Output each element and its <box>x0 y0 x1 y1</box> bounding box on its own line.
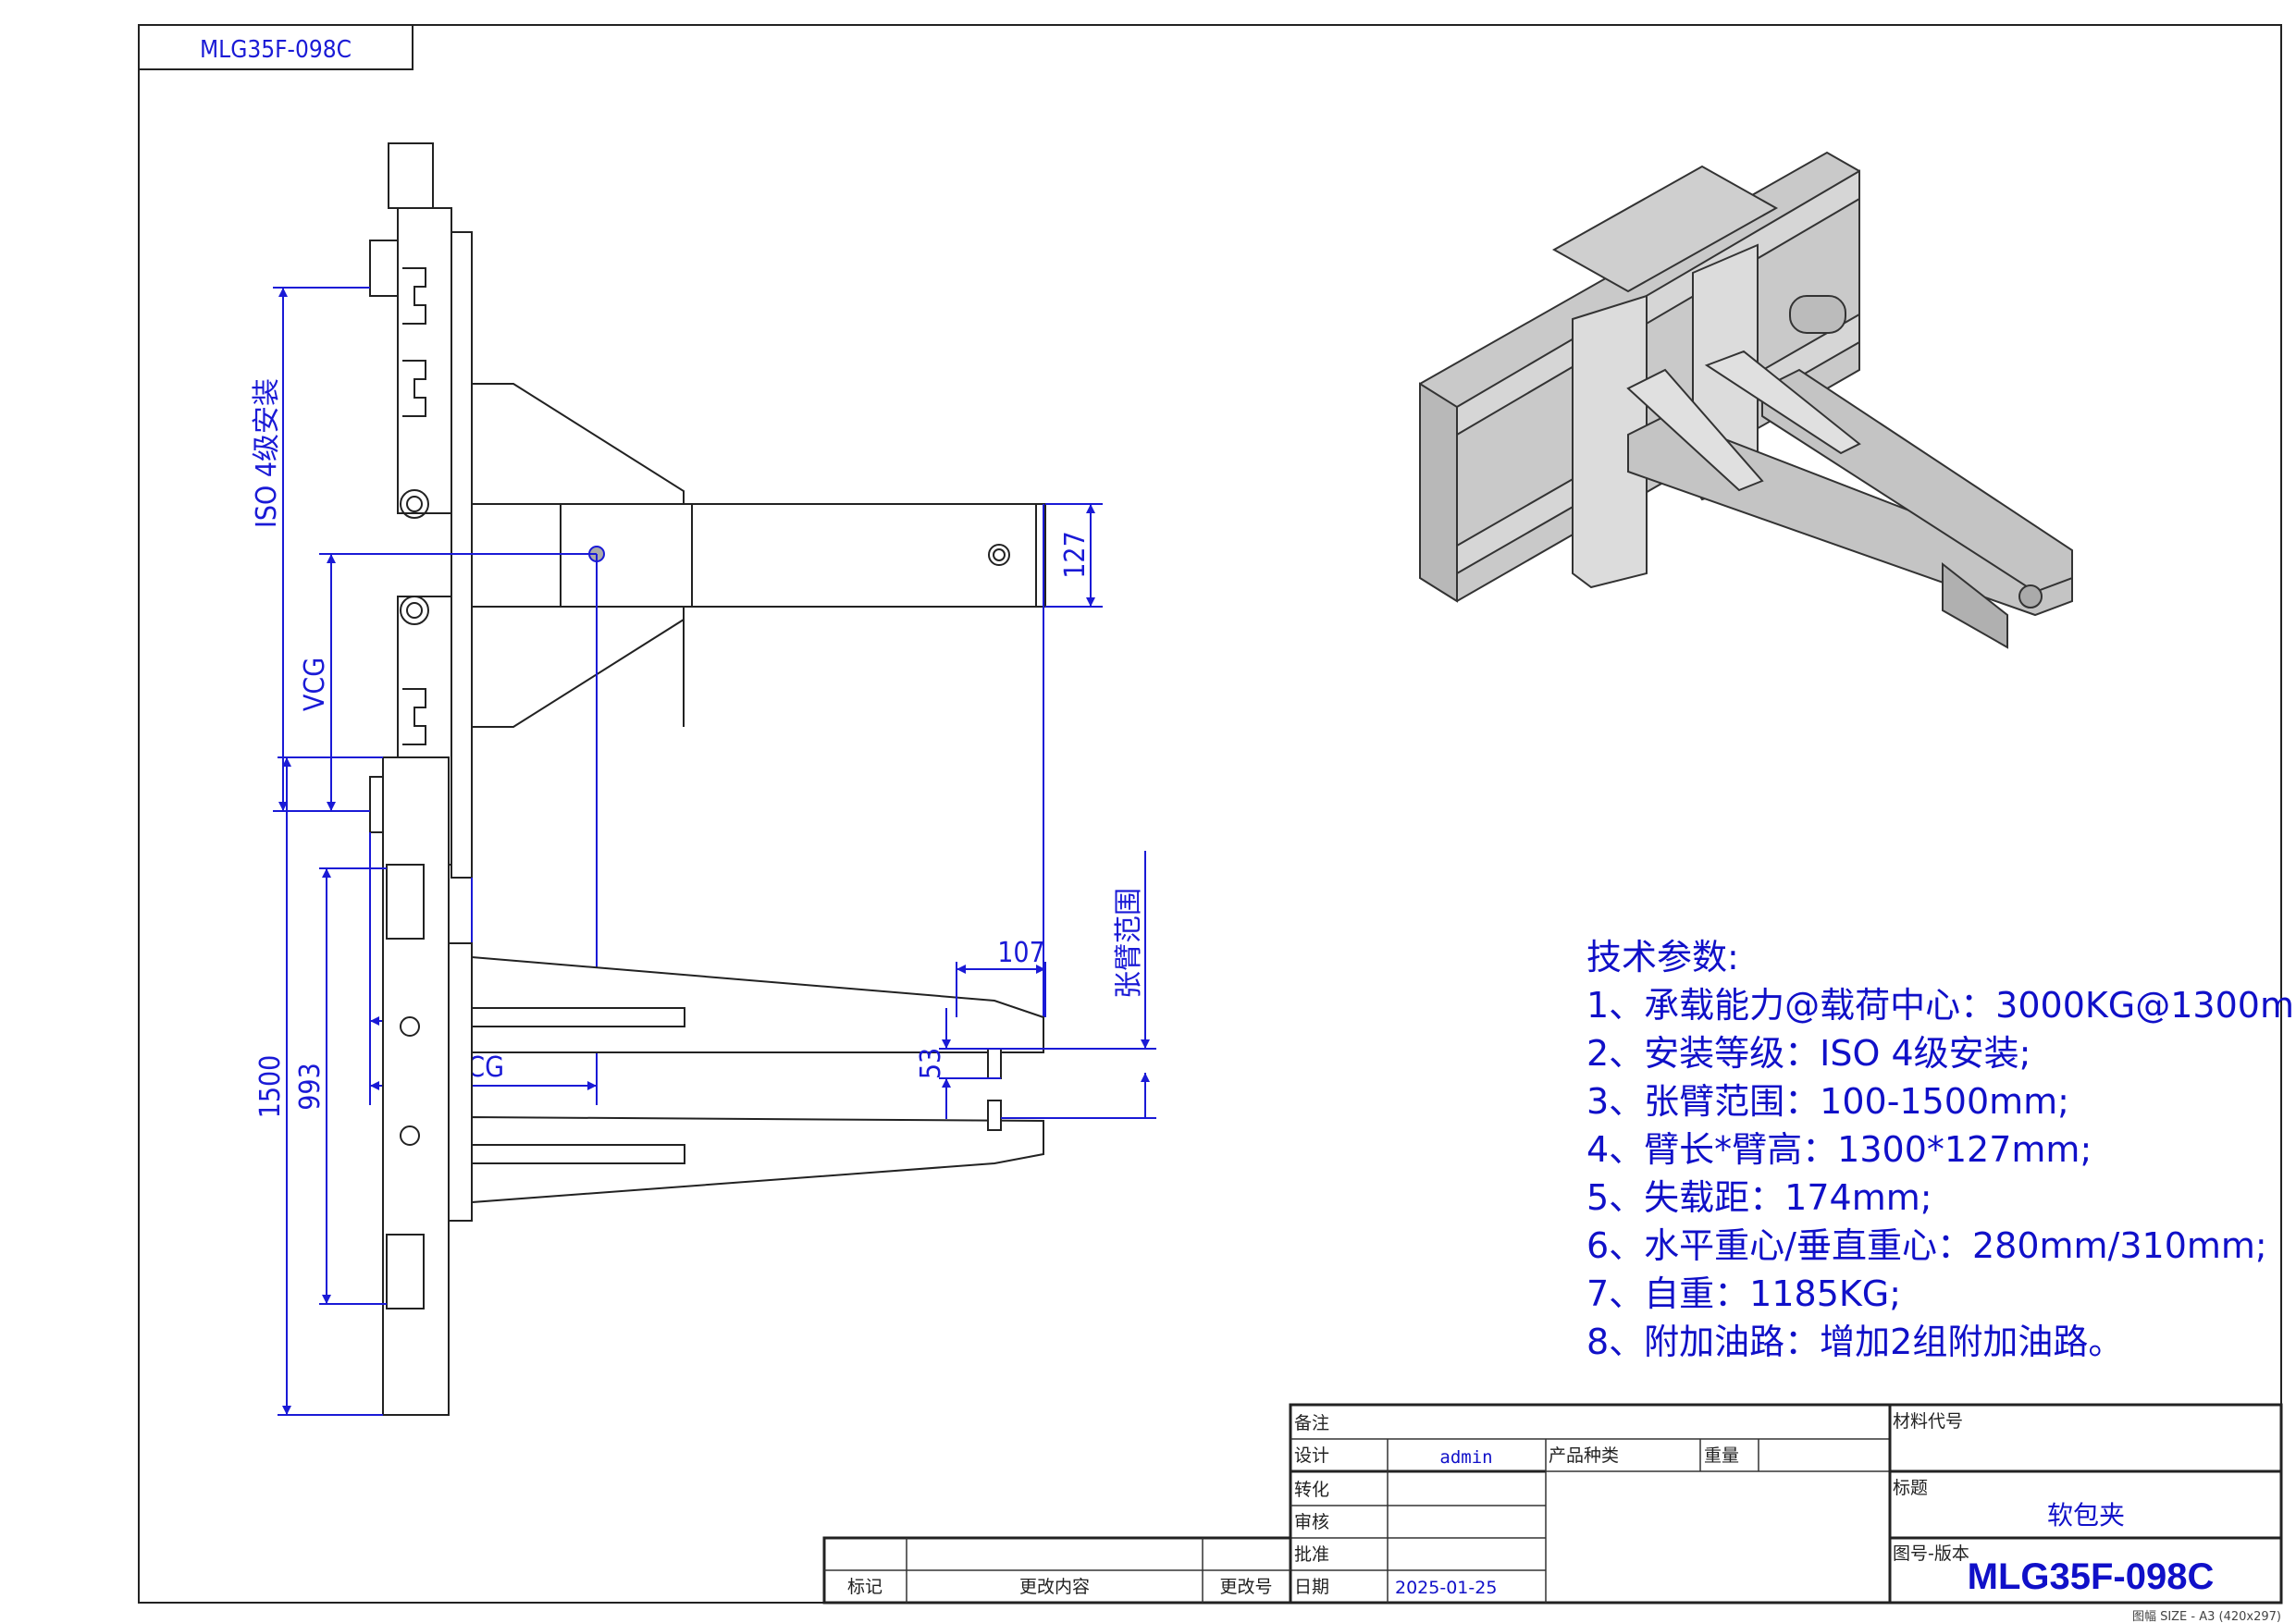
product-type-label: 产品种类 <box>1549 1445 1619 1466</box>
date-value: 2025-01-25 <box>1395 1578 1497 1598</box>
tip-gap-dimension: 53 <box>915 1048 947 1079</box>
drawing-number-tab-box <box>138 24 414 70</box>
drawing-title: 软包夹 <box>2047 1500 2125 1531</box>
arm-range-label: 张臂范围 <box>1113 888 1145 999</box>
spec-item: 6、水平重心/垂直重心：280mm/310mm; <box>1586 1225 2267 1266</box>
arm-height-dimension: 127 <box>1059 531 1092 579</box>
vcg-label: VCG <box>299 658 331 711</box>
designer-value: admin <box>1439 1447 1492 1468</box>
top-view-dimensions: 1500 993 107 53 张臂范围 <box>254 756 1156 1416</box>
technical-specs: 技术参数: 1、承载能力@载荷中心：3000KG@1300mm; 2、安装等级：… <box>1586 937 2296 1362</box>
isometric-view <box>1419 151 2073 649</box>
side-view <box>369 142 1046 879</box>
convert-label: 转化 <box>1294 1480 1329 1500</box>
drawing-number: MLG35F-098C <box>1968 1556 2215 1597</box>
review-label: 审核 <box>1294 1512 1329 1532</box>
weight-label: 重量 <box>1704 1445 1739 1466</box>
tip-length-dimension: 107 <box>997 937 1045 969</box>
sheet-size: 图幅 SIZE - A3 (420x297) <box>2132 1610 2281 1623</box>
title-label: 标题 <box>1893 1478 1928 1498</box>
material-code-label: 材料代号 <box>1893 1411 1963 1432</box>
spec-item: 8、附加油路：增加2组附加油路。 <box>1586 1322 2123 1362</box>
design-label: 设计 <box>1294 1445 1329 1466</box>
specs-title: 技术参数: <box>1586 937 1739 977</box>
spec-item: 2、安装等级：ISO 4级安装; <box>1586 1033 2031 1074</box>
remark-label: 备注 <box>1294 1413 1329 1433</box>
top-view <box>382 756 1044 1416</box>
title-block: 备注 设计 admin 产品种类 重量 转化 审核 批准 日期 2025-01-… <box>1289 1403 2283 1623</box>
spec-item: 4、臂长*臂高：1300*127mm; <box>1586 1129 2092 1170</box>
iso-mount-label: ISO 4级安装 <box>251 378 283 528</box>
mark-label: 标记 <box>847 1577 883 1597</box>
spec-item: 3、张臂范围：100-1500mm; <box>1586 1081 2069 1122</box>
approve-label: 批准 <box>1294 1544 1329 1565</box>
drawing-number-tab: MLG35F-098C <box>200 36 352 64</box>
spec-item: 1、承载能力@载荷中心：3000KG@1300mm; <box>1586 985 2296 1026</box>
spec-item: 5、失载距：174mm; <box>1586 1177 1932 1218</box>
revision-table: 标记 更改内容 更改号 <box>822 1536 1292 1605</box>
change-content-label: 更改内容 <box>1019 1577 1090 1597</box>
total-opening-dimension: 1500 <box>254 1055 287 1119</box>
drawing-no-label: 图号-版本 <box>1893 1543 1969 1564</box>
date-label: 日期 <box>1294 1577 1329 1597</box>
change-no-label: 更改号 <box>1219 1577 1272 1597</box>
spec-item: 7、自重：1185KG; <box>1586 1273 1901 1314</box>
inner-dimension: 993 <box>294 1063 327 1111</box>
